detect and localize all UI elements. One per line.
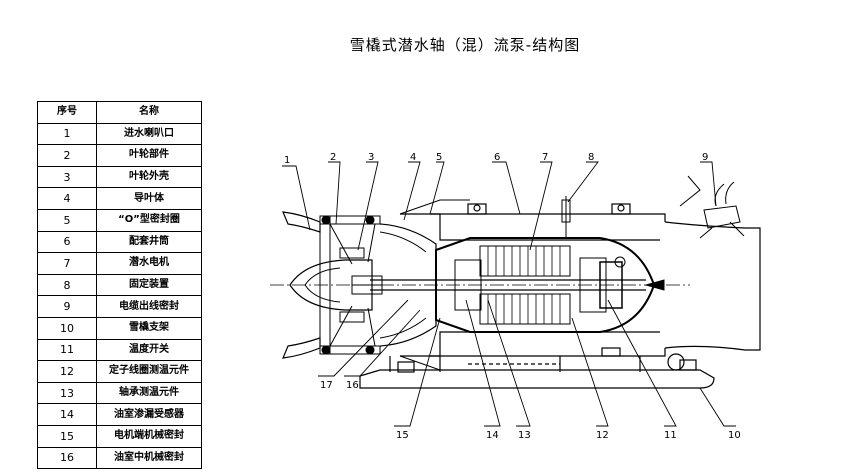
inlet-bell-mouth	[282, 211, 331, 359]
callout-17: 17	[320, 380, 333, 391]
cable-outlet-seal	[679, 175, 745, 239]
callout-15: 15	[396, 430, 409, 441]
callout-5: 5	[436, 152, 442, 163]
drawing-title: 雪橇式潜水轴（混）流泵-结构图	[349, 36, 581, 54]
callout-3: 3	[368, 152, 374, 163]
part-number: 3	[37, 165, 97, 189]
callout-numbers: 1 2 3 4 5 6 7 8 9 10 11 12 13 14 15 16 1…	[284, 152, 741, 441]
callout-11: 11	[664, 430, 677, 441]
part-name: 配套井筒	[96, 230, 202, 254]
callout-9: 9	[702, 152, 708, 163]
callout-14: 14	[486, 430, 499, 441]
fixing-device	[561, 196, 571, 238]
callout-7: 7	[542, 152, 548, 163]
part-name: 进水喇叭口	[96, 122, 202, 146]
callout-13: 13	[518, 430, 531, 441]
callout-8: 8	[588, 152, 594, 163]
motor-windings	[487, 246, 561, 324]
table-row: 5“O”型密封圈	[37, 208, 202, 232]
callout-10: 10	[728, 430, 741, 441]
callout-16: 16	[346, 380, 359, 391]
skid-support	[359, 353, 715, 389]
part-name: 叶轮部件	[96, 144, 202, 167]
callout-12: 12	[596, 430, 609, 441]
impeller-hub	[289, 259, 383, 311]
part-name: 叶轮外壳	[96, 165, 202, 189]
part-name: 导叶体	[96, 187, 202, 210]
part-name: 轴承测温元件	[96, 381, 202, 405]
submersible-motor	[435, 237, 665, 333]
part-name: 油室中机械密封	[96, 446, 202, 470]
callout-2: 2	[330, 152, 336, 163]
callout-leaders	[282, 161, 736, 427]
table-header-row: 序号 名称	[37, 101, 202, 124]
callout-6: 6	[494, 152, 500, 163]
pump-shaft	[370, 279, 646, 291]
part-number: 2	[37, 144, 97, 167]
part-name: “O”型密封圈	[96, 208, 202, 232]
callout-4: 4	[410, 152, 416, 163]
impeller-housing	[319, 215, 381, 355]
part-name: 电缆出线密封	[96, 295, 202, 318]
callout-1: 1	[284, 155, 290, 166]
